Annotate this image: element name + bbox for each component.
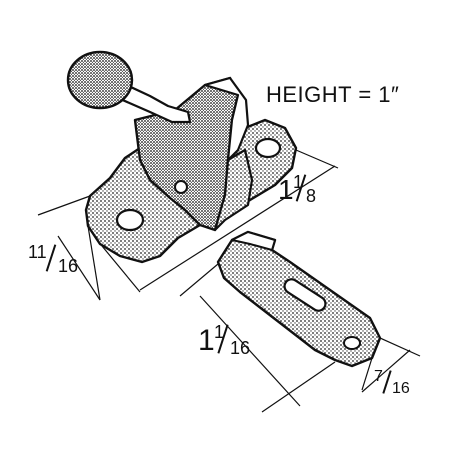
housing-rivet — [174, 180, 188, 194]
base-screw-hole-left — [115, 208, 145, 232]
dimension-label-top: 1 1 8 — [278, 172, 328, 212]
dim-left-denominator: 16 — [58, 256, 79, 276]
dim-strike-whole: 1 — [198, 324, 215, 357]
dim-strike-numerator: 1 — [214, 322, 225, 342]
dim-left-numerator: 11 — [28, 242, 47, 262]
dimension-lines — [37, 149, 421, 413]
dim-right-slash — [382, 370, 392, 394]
strike-slot — [283, 278, 327, 312]
base-screw-hole-right — [254, 137, 282, 159]
dimension-label-left: 11 16 — [28, 242, 88, 282]
dim-strike-denominator: 16 — [230, 338, 251, 358]
dim-right-numerator: 7 — [374, 368, 383, 385]
dim-top-whole: 1 — [278, 174, 294, 205]
strike-plate — [216, 230, 382, 368]
height-note: HEIGHT = 1″ — [266, 82, 400, 107]
latch-lever — [66, 50, 192, 124]
dim-right-denominator: 16 — [392, 380, 410, 397]
dim-top-numerator: 1 — [293, 172, 304, 192]
dim-left-slash — [45, 244, 57, 272]
lever-knob — [66, 50, 134, 110]
strike-screw-hole — [343, 336, 361, 350]
dimension-label-right: 7 16 — [374, 368, 424, 404]
dimension-label-strike: 1 1 16 — [198, 322, 268, 366]
dim-top-denominator: 8 — [306, 186, 317, 206]
